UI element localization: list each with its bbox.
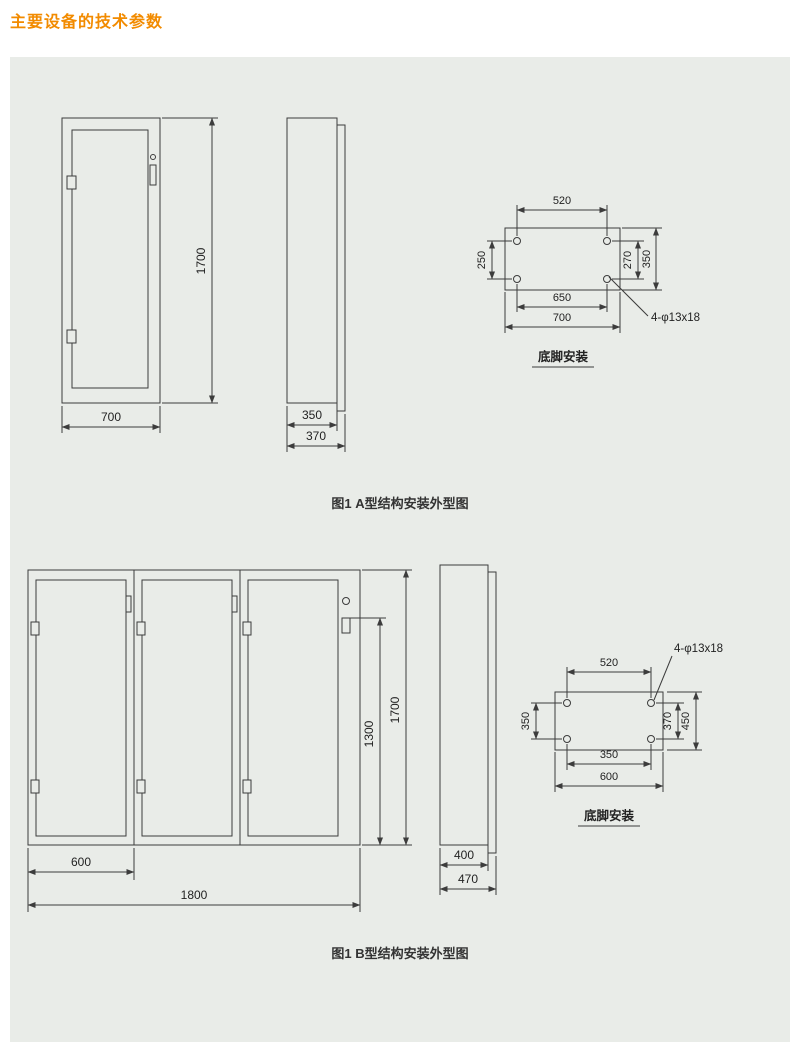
figure-a-mounting-plan: 520 250 270 350 650 700 [476, 195, 700, 368]
mounting-hole-icon [563, 735, 571, 743]
door-handle-icon [341, 617, 351, 634]
hinge-icon [242, 779, 252, 794]
hinge-icon [66, 329, 77, 344]
dim-label-b-side-depth1: 400 [454, 848, 474, 862]
hinge-icon [136, 621, 146, 636]
mounting-hole-icon [603, 237, 611, 245]
door-handle-icon [231, 595, 238, 613]
figure-b-mounting-plan: 4-φ13x18 520 350 370 450 [520, 643, 723, 827]
figure-b-caption: 图1 B型结构安装外型图 [331, 946, 468, 961]
mounting-hole-icon [563, 699, 571, 707]
dim-label-b-mount-right1: 370 [662, 712, 674, 730]
mounting-hole-icon [647, 735, 655, 743]
dim-label-a-side-depth2: 370 [306, 429, 326, 443]
figure-b-front-view: 1300 1700 600 1800 [27, 569, 412, 912]
dim-label-b-mount-bottom1: 350 [600, 749, 618, 761]
dim-label-a-mount-right2: 350 [641, 250, 653, 268]
technical-drawing: 1700 700 350 370 [27, 117, 723, 961]
dim-label-a-mount-bottom1: 650 [553, 292, 571, 304]
dim-label-b-front-height: 1700 [388, 696, 402, 723]
dim-label-a-mount-right1: 270 [622, 251, 634, 269]
hinge-icon [136, 779, 146, 794]
hinge-icon [242, 621, 252, 636]
mount-title-b: 底脚安装 [584, 808, 635, 823]
mounting-hole-icon [513, 237, 521, 245]
dim-label-b-front-height2: 1300 [362, 720, 376, 747]
dim-label-a-front-width: 700 [101, 410, 121, 424]
hinge-icon [66, 175, 77, 190]
dim-label-a-side-depth1: 350 [302, 408, 322, 422]
dim-label-a-mount-left: 250 [476, 251, 488, 269]
door-knob-icon [342, 597, 350, 605]
dim-label-a-mount-bottom2: 700 [553, 312, 571, 324]
dim-label-b-front-width: 1800 [181, 888, 208, 902]
page-title: 主要设备的技术参数 [10, 14, 164, 31]
figure-a: 1700 700 350 370 [61, 117, 700, 511]
figure-a-caption: 图1 A型结构安装外型图 [331, 496, 468, 511]
mounting-hole-icon [603, 275, 611, 283]
hinge-icon [30, 621, 40, 636]
mount-title-a: 底脚安装 [538, 349, 589, 364]
door-knob-icon [150, 154, 156, 160]
dim-label-b-mount-top: 520 [600, 657, 618, 669]
hinge-icon [30, 779, 40, 794]
figure-b: 1300 1700 600 1800 4 [27, 564, 723, 961]
holes-note-b: 4-φ13x18 [674, 643, 723, 655]
dim-label-b-mount-left: 350 [520, 712, 532, 730]
mounting-hole-icon [647, 699, 655, 707]
dim-label-b-mount-bottom2: 600 [600, 771, 618, 783]
mounting-hole-icon [513, 275, 521, 283]
door-handle-icon [125, 595, 132, 613]
drawing-panel: 1700 700 350 370 [10, 57, 790, 1042]
dim-label-b-side-depth2: 470 [458, 872, 478, 886]
figure-a-front-view: 1700 700 [61, 117, 218, 433]
door-handle-icon [149, 164, 157, 186]
dim-label-a-mount-top: 520 [553, 195, 571, 207]
dim-label-b-front-door: 600 [71, 855, 91, 869]
dim-label-a-front-height: 1700 [194, 247, 208, 274]
holes-note-a: 4-φ13x18 [651, 312, 700, 324]
figure-a-side-view: 350 370 [286, 117, 346, 452]
figure-b-side-view: 400 470 [439, 564, 497, 895]
dim-label-b-mount-right2: 450 [680, 712, 692, 730]
